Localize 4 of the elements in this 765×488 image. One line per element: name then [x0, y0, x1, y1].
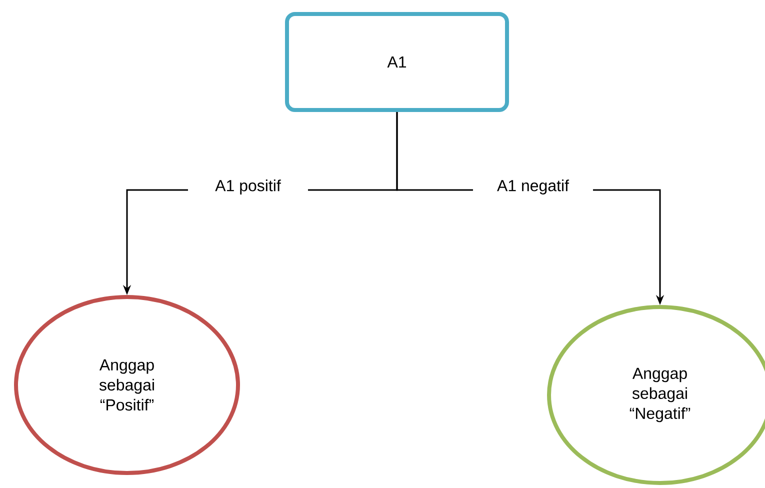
ellipse-node: Anggap sebagai “Positif” — [14, 295, 240, 475]
process-box: A1 — [285, 12, 509, 112]
edge-label: A1 negatif — [473, 174, 593, 200]
edge-label: A1 positif — [188, 174, 308, 200]
